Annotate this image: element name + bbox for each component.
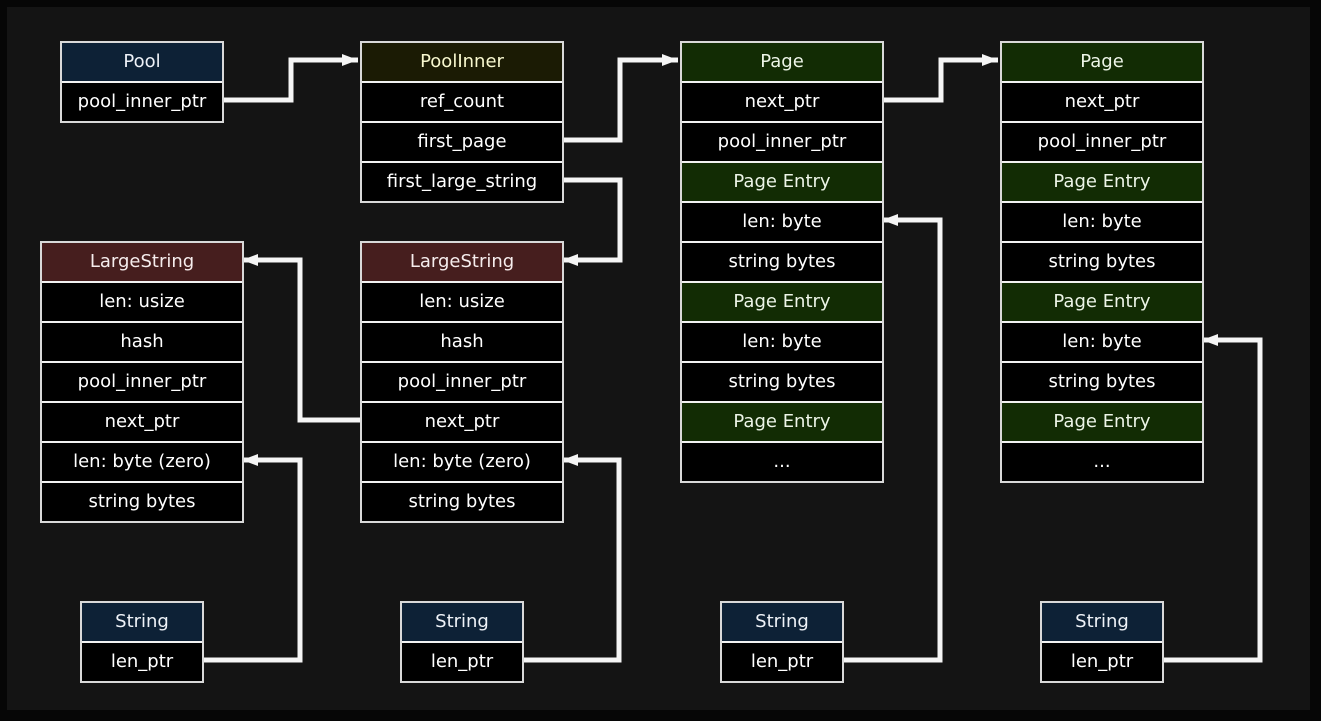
struct-field-row: hash (42, 323, 242, 363)
struct-field-row: string bytes (362, 483, 562, 521)
struct-field-row: len_ptr (722, 643, 842, 681)
struct-field-row: len: byte (682, 323, 882, 363)
struct-field-row: string bytes (682, 243, 882, 283)
entry-section-row: Page Entry (682, 163, 882, 203)
entry-section-row: Page Entry (1002, 283, 1202, 323)
struct-field-row: len: byte (1002, 323, 1202, 363)
struct-field-row: string bytes (1002, 363, 1202, 403)
struct-field-row: pool_inner_ptr (682, 123, 882, 163)
node-title: LargeString (42, 243, 242, 283)
node-title: Page (682, 43, 882, 83)
struct-field-row: next_ptr (42, 403, 242, 443)
struct-field-row: len: byte (1002, 203, 1202, 243)
node-title: String (402, 603, 522, 643)
node-title: String (1042, 603, 1162, 643)
struct-field-row: len_ptr (82, 643, 202, 681)
struct-field-row: next_ptr (1002, 83, 1202, 123)
struct-field-row: first_page (362, 123, 562, 163)
entry-section-row: Page Entry (1002, 163, 1202, 203)
struct-field-row: len: byte (682, 203, 882, 243)
struct-field-row: len: byte (zero) (362, 443, 562, 483)
struct-field-row: pool_inner_ptr (362, 363, 562, 403)
struct-field-row: ... (682, 443, 882, 481)
node-title: Pool (62, 43, 222, 83)
node-title: PoolInner (362, 43, 562, 83)
entry-section-row: Page Entry (682, 403, 882, 443)
struct-field-row: ... (1002, 443, 1202, 481)
struct-field-row: len_ptr (1042, 643, 1162, 681)
struct-field-row: pool_inner_ptr (1002, 123, 1202, 163)
struct-field-row: next_ptr (362, 403, 562, 443)
entry-section-row: Page Entry (682, 283, 882, 323)
node-title: Page (1002, 43, 1202, 83)
struct-field-row: len: byte (zero) (42, 443, 242, 483)
entry-section-row: Page Entry (1002, 403, 1202, 443)
struct-field-row: pool_inner_ptr (42, 363, 242, 403)
struct-field-row: len: usize (42, 283, 242, 323)
struct-field-row: next_ptr (682, 83, 882, 123)
struct-field-row: string bytes (1002, 243, 1202, 283)
struct-field-row: first_large_string (362, 163, 562, 201)
node-title: LargeString (362, 243, 562, 283)
struct-field-row: len_ptr (402, 643, 522, 681)
struct-field-row: len: usize (362, 283, 562, 323)
node-title: String (82, 603, 202, 643)
struct-field-row: string bytes (42, 483, 242, 521)
struct-field-row: hash (362, 323, 562, 363)
struct-field-row: ref_count (362, 83, 562, 123)
struct-field-row: string bytes (682, 363, 882, 403)
struct-field-row: pool_inner_ptr (62, 83, 222, 121)
node-title: String (722, 603, 842, 643)
